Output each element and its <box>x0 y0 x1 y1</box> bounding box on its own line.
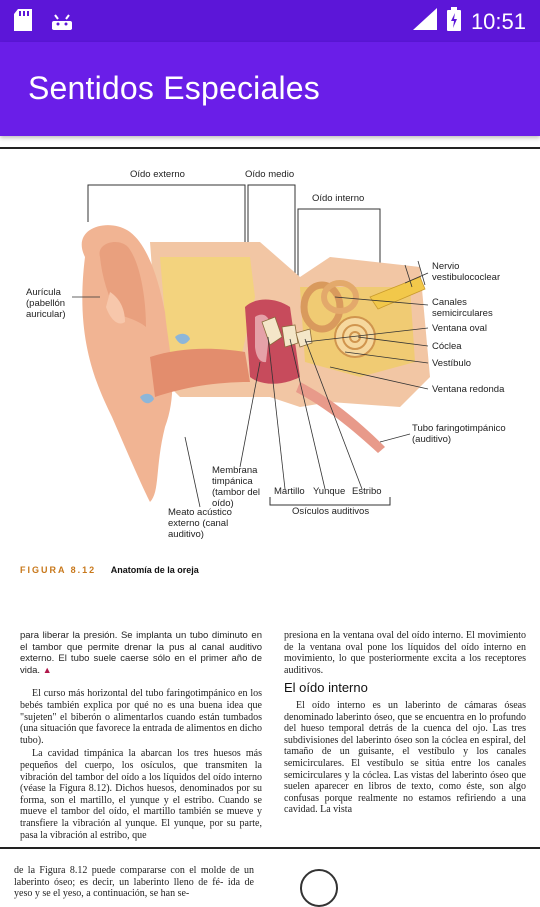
status-right: 10:51 <box>412 7 526 36</box>
app-bar: Sentidos Especiales <box>0 42 540 136</box>
right-column: presiona en la ventana oval del oído int… <box>284 630 526 818</box>
ear-anatomy-figure: Oído externo Oído medio Oído interno Aur… <box>0 147 540 567</box>
figure-caption: FIGURA 8.12 Anatomía de la oreja <box>20 565 199 575</box>
paragraph: de la Figura 8.12 puede compararse con e… <box>14 865 254 900</box>
status-time: 10:51 <box>470 8 526 34</box>
sd-card-icon <box>14 9 32 36</box>
android-icon <box>50 9 74 36</box>
label-yunque: Yunque <box>313 486 346 497</box>
ear-illustration <box>72 184 430 508</box>
clinical-note: para liberar la presión. Se implanta un … <box>20 630 262 676</box>
label-ventana-redonda: Ventana redonda <box>432 384 505 395</box>
page-decoration-icon <box>300 869 338 907</box>
label-martillo: Martillo <box>274 486 305 497</box>
triangle-icon: ▲ <box>42 664 52 675</box>
section-heading: El oído interno <box>284 680 368 696</box>
label-auricula: Aurícula (pabellón auricular) <box>26 287 66 320</box>
left-column: para liberar la presión. Se implanta un … <box>20 630 262 843</box>
book-page[interactable]: Oído externo Oído medio Oído interno Aur… <box>0 147 540 907</box>
figure-title: Anatomía de la oreja <box>110 565 199 575</box>
label-oido-interno: Oído interno <box>312 193 365 204</box>
label-canales: Canales semicirculares <box>432 297 493 319</box>
app-title: Sentidos Especiales <box>28 70 320 106</box>
figure-number: FIGURA 8.12 <box>20 565 97 575</box>
label-nervio: Nervio vestibulococlear <box>432 261 501 283</box>
label-estribo: Estribo <box>352 486 382 497</box>
page-bottom-rule <box>0 847 540 849</box>
paragraph: El curso más horizontal del tubo faringo… <box>20 688 262 746</box>
status-bar: 10:51 <box>0 0 540 42</box>
label-tubo: Tubo faringotimpánico (auditivo) <box>412 423 506 445</box>
page-top-rule <box>0 147 540 149</box>
paragraph: La cavidad timpánica la abarcan los tres… <box>20 748 262 841</box>
next-page-text: de la Figura 8.12 puede compararse con e… <box>14 865 254 902</box>
label-oido-externo: Oído externo <box>130 169 185 180</box>
label-oido-medio: Oído medio <box>245 169 295 180</box>
label-meato: Meato acústico externo (canal auditivo) <box>168 507 232 540</box>
label-osiculos: Osículos auditivos <box>292 506 370 517</box>
paragraph: El oído interno es un laberinto de cámar… <box>284 699 526 816</box>
label-membrana: Membrana timpánica (tambor del oído) <box>212 465 261 509</box>
label-ventana-oval: Ventana oval <box>432 323 487 334</box>
signal-icon <box>412 8 437 35</box>
label-vestibulo: Vestíbulo <box>432 358 472 369</box>
label-coclea: Cóclea <box>432 341 462 352</box>
paragraph: presiona en la ventana oval del oído int… <box>284 630 526 676</box>
status-left-icons <box>14 9 74 36</box>
battery-charging-icon <box>446 7 461 36</box>
